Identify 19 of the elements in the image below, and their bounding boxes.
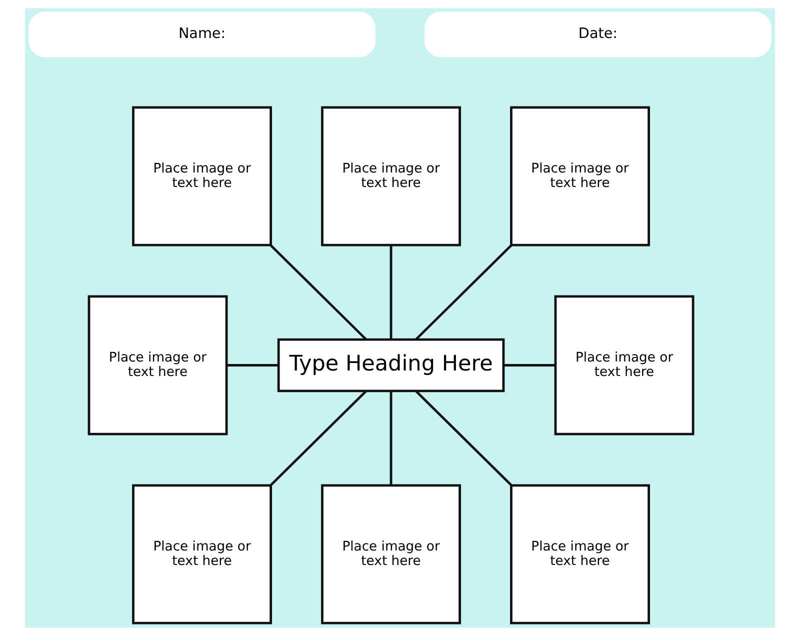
connector [390,245,392,340]
node-box: Place image or text here [132,106,272,246]
node-box: Place image or text here [554,295,694,436]
node-box: Place image or text here [321,484,461,624]
node-box: Name: [28,12,376,58]
node-box: Place image or text here [88,295,228,436]
connector [270,244,367,340]
node-box: Place image or text here [510,484,650,624]
connector [390,391,392,486]
node-box: Place image or text here [510,106,650,246]
connector [415,390,512,486]
connector [270,390,367,486]
connector [415,244,512,340]
connector [226,364,278,366]
node-box: Type Heading Here [277,338,505,392]
node-box: Date: [424,12,772,58]
node-box: Place image or text here [132,484,272,624]
node-box: Place image or text here [321,106,461,246]
connector [504,364,556,366]
